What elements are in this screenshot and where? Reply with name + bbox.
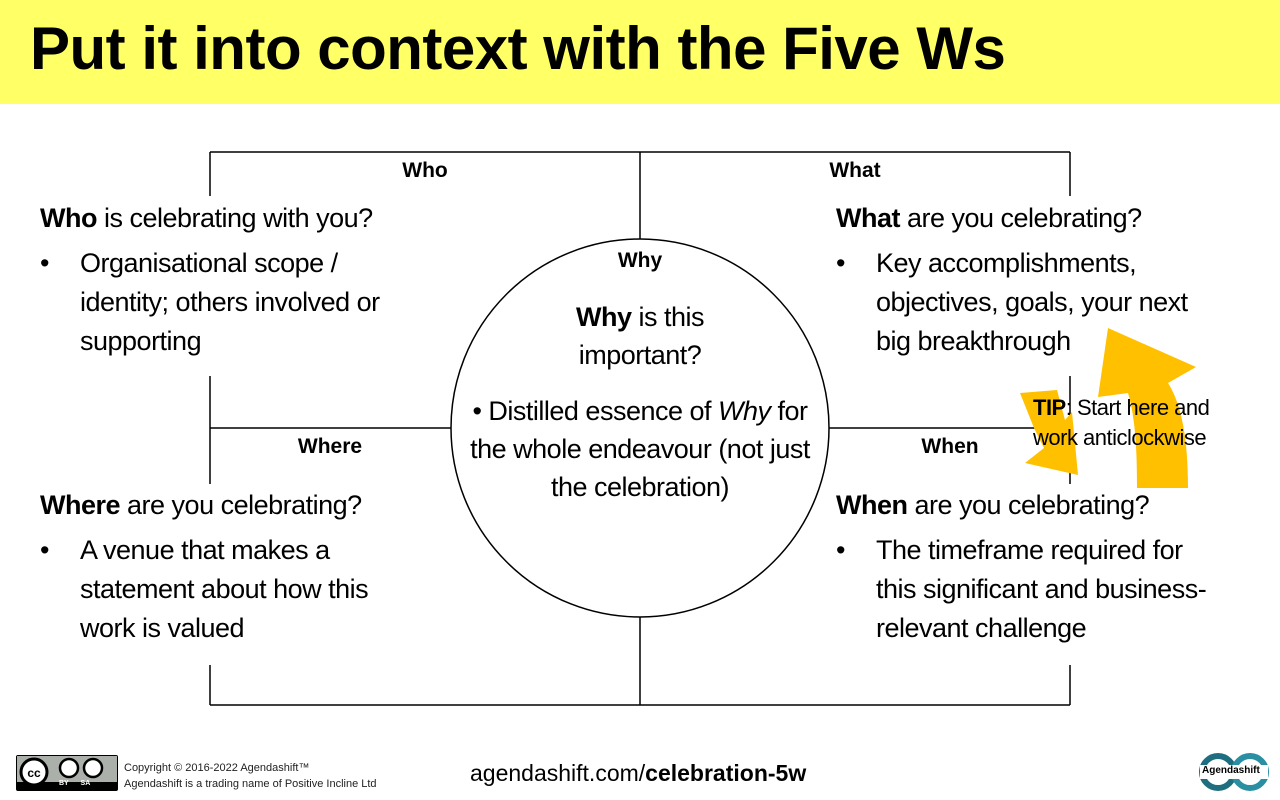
what-bullet-text: Key accomplishments, objectives, goals, … — [876, 248, 1188, 356]
where-bullet-text: A venue that makes a statement about how… — [80, 535, 369, 643]
tip-note: TIP: Start here and work anticlockwise — [1033, 393, 1218, 453]
why-bullet-italic: Why — [718, 396, 771, 426]
tip-bold: TIP — [1033, 395, 1066, 420]
logo-rings-icon — [1199, 753, 1269, 791]
url-domain: agendashift.com/ — [470, 760, 646, 786]
bullet-dot: • — [472, 396, 482, 426]
why-bullet: • Distilled essence of Why for the whole… — [460, 392, 820, 506]
page-title: Put it into context with the Five Ws — [30, 15, 1006, 82]
small-arrow-icon — [1020, 390, 1078, 475]
label-why: Why — [617, 249, 663, 272]
url-path: celebration-5w — [645, 760, 807, 786]
who-question-rest: is celebrating with you? — [96, 203, 373, 233]
when-bullet: • The timeframe required for this signifi… — [836, 531, 1226, 648]
when-question-bold: When — [836, 490, 908, 520]
why-block: Why is this important? • Distilled essen… — [460, 298, 820, 506]
when-question-rest: are you celebrating? — [907, 490, 1150, 520]
why-question: Why is this important? — [460, 298, 820, 374]
label-what: What — [829, 159, 881, 182]
label-when: When — [921, 435, 979, 458]
trading-name-text: Agendashift is a trading name of Positiv… — [124, 778, 377, 790]
who-bullet-text: Organisational scope / identity; others … — [80, 248, 380, 356]
where-question-rest: are you celebrating? — [120, 490, 362, 520]
big-arrow-icon — [1098, 328, 1196, 488]
label-where: Where — [297, 435, 363, 458]
where-question: Where are you celebrating? — [40, 490, 400, 521]
tip-text: : Start here and work anticlockwise — [1033, 395, 1210, 450]
svg-text:cc: cc — [27, 766, 41, 780]
bullet-dot: • — [836, 248, 845, 278]
why-question-bold: Why — [575, 302, 632, 332]
cc-by-sa-license-icon: cc BY SA — [16, 755, 118, 791]
title-banner: Put it into context with the Five Ws — [0, 0, 1280, 104]
what-bullet: • Key accomplishments, objectives, goals,… — [836, 244, 1206, 361]
who-question: Who is celebrating with you? — [40, 203, 400, 234]
label-who: Who — [402, 159, 448, 182]
where-bullet: • A venue that makes a statement about ho… — [40, 531, 400, 648]
why-bullet-rest: for the whole endeavour (not just the ce… — [470, 396, 810, 502]
when-block: When are you celebrating? • The timeframe… — [836, 490, 1226, 648]
license-text: BY SA — [59, 780, 91, 787]
bullet-dot: • — [836, 535, 845, 565]
what-question: What are you celebrating? — [836, 203, 1206, 234]
what-question-bold: What — [836, 203, 900, 233]
where-block: Where are you celebrating? • A venue that… — [40, 490, 400, 648]
when-question: When are you celebrating? — [836, 490, 1226, 521]
copyright-text: Copyright © 2016-2022 Agendashift™ — [124, 762, 310, 774]
why-circle — [450, 238, 830, 618]
bullet-dot: • — [40, 248, 49, 278]
logo-text: Agendashift — [1202, 765, 1260, 776]
what-block: What are you celebrating? • Key accomplis… — [836, 203, 1206, 361]
agendashift-logo: Agendashift — [1198, 752, 1270, 792]
when-bullet-text: The timeframe required for this signific… — [876, 535, 1207, 643]
bullet-dot: • — [40, 535, 49, 565]
why-question-rest: is this important? — [578, 302, 705, 370]
cc-icon: cc — [17, 756, 117, 790]
who-question-bold: Who — [40, 203, 97, 233]
where-question-bold: Where — [40, 490, 121, 520]
copyright-block: Copyright © 2016-2022 Agendashift™ Agend… — [124, 760, 377, 792]
why-bullet-prefix: Distilled essence of — [488, 396, 719, 426]
who-bullet: • Organisational scope / identity; others… — [40, 244, 400, 361]
what-question-rest: are you celebrating? — [899, 203, 1142, 233]
slide-url[interactable]: agendashift.com/celebration-5w — [470, 760, 806, 787]
who-block: Who is celebrating with you? • Organisati… — [40, 203, 400, 361]
